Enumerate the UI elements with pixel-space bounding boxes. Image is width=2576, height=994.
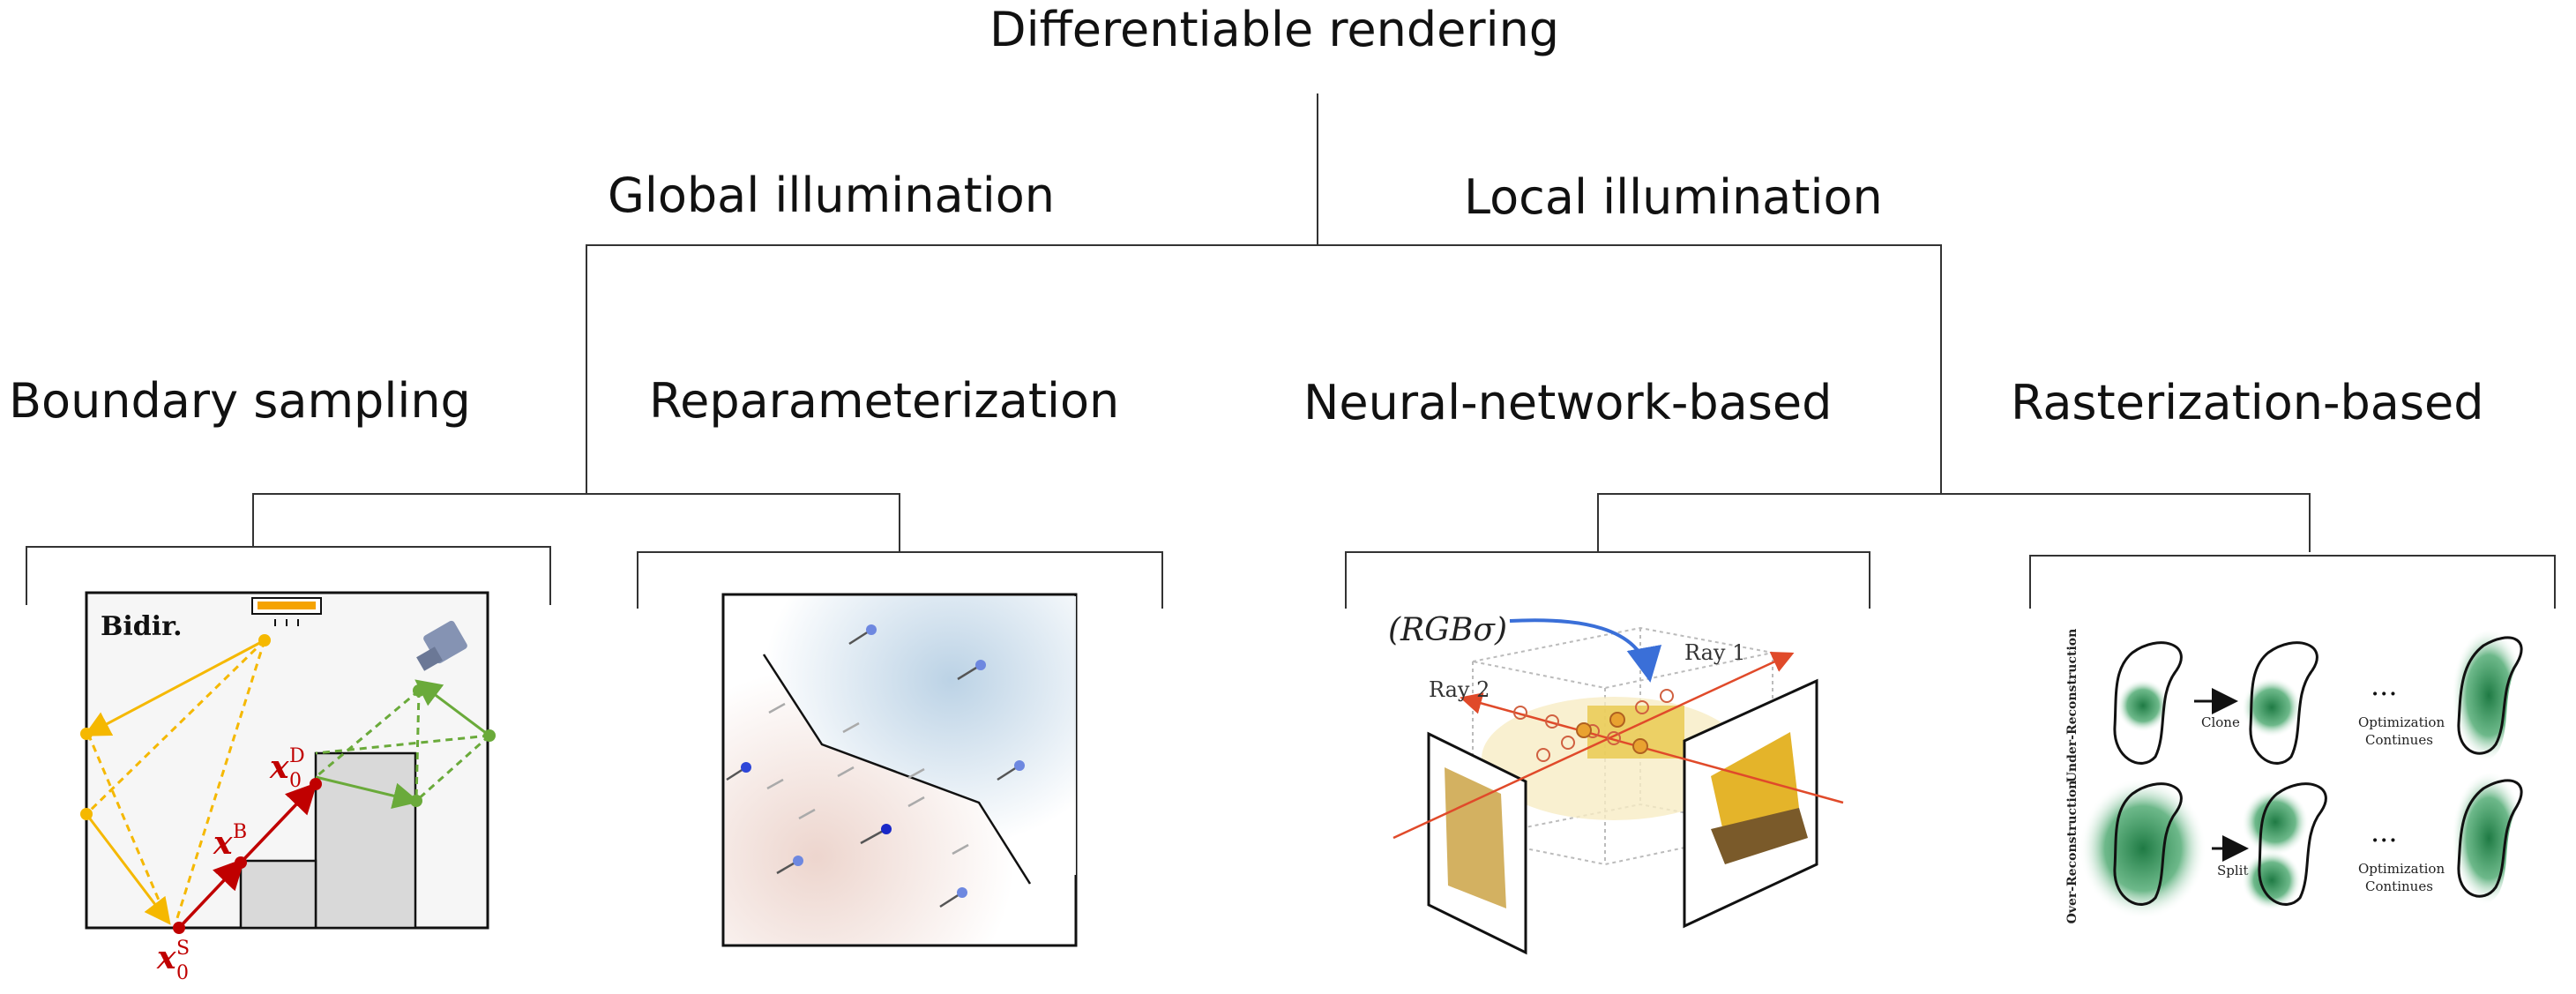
page-title: Differentiable rendering xyxy=(989,2,1560,57)
svg-text:Continues: Continues xyxy=(2365,732,2433,748)
light-icon xyxy=(251,597,322,626)
bidir-boundary-figure: Bidir. x D 0 x B x S 0 xyxy=(80,591,496,984)
neural-network-based-label: Neural-network-based xyxy=(1303,375,1833,430)
boundary-edge xyxy=(762,654,1032,885)
svg-text:Clone: Clone xyxy=(2201,714,2240,730)
xb-label: x xyxy=(213,825,233,862)
rgb-sigma-arrow xyxy=(1509,618,1662,683)
svg-text:...: ... xyxy=(2371,815,2398,848)
raster-bracket xyxy=(2029,555,2556,609)
svg-text:B: B xyxy=(233,821,247,843)
svg-text:S: S xyxy=(176,938,190,960)
svg-text:Continues: Continues xyxy=(2365,878,2433,894)
over-row: Split ... Optimization Continues xyxy=(2079,770,2527,919)
svg-text:Optimization: Optimization xyxy=(2358,861,2445,877)
global-bracket xyxy=(252,493,900,552)
level1-bracket xyxy=(586,244,1942,494)
rgb-sigma-label: (RGBσ) xyxy=(1388,612,1507,648)
local-illumination-label: Local illumination xyxy=(1464,169,1883,225)
boundary-bracket xyxy=(26,546,551,605)
gaussian-densification-figure: Under-Reconstruction Over-Reconstruction… xyxy=(2065,627,2527,924)
ray2-label: Ray 2 xyxy=(1429,677,1490,702)
svg-text:0: 0 xyxy=(176,962,189,984)
short-block xyxy=(239,859,317,930)
ray-1 xyxy=(1393,652,1795,840)
ray-2 xyxy=(1460,692,1844,804)
bidir-title: Bidir. xyxy=(101,611,183,642)
reparam-bracket xyxy=(637,551,1163,609)
svg-text:Split: Split xyxy=(2217,863,2249,878)
ray1-label: Ray 1 xyxy=(1684,640,1745,665)
svg-text:D: D xyxy=(289,745,305,767)
under-reconstruction-label: Under-Reconstruction xyxy=(2065,629,2079,783)
reparameterization-figure xyxy=(721,593,1078,947)
under-row: Clone ... Optimization Continues xyxy=(2113,627,2527,765)
over-reconstruction-label: Over-Reconstruction xyxy=(2065,781,2079,924)
svg-text:0: 0 xyxy=(289,770,302,792)
reparameterization-label: Reparameterization xyxy=(649,373,1120,429)
x0s-label: x xyxy=(156,939,176,976)
camera-icon xyxy=(416,620,467,671)
svg-text:Optimization: Optimization xyxy=(2358,714,2445,730)
rasterization-based-label: Rasterization-based xyxy=(2011,375,2484,430)
x0d-label: x xyxy=(269,749,289,786)
nerf-figure: (RGBσ) Ray 1 Ray 2 xyxy=(1388,612,1844,955)
local-bracket xyxy=(1597,493,2311,552)
svg-text:...: ... xyxy=(2371,669,2398,702)
neural-bracket xyxy=(1345,551,1870,609)
boundary-sampling-label: Boundary sampling xyxy=(9,373,471,429)
global-illumination-label: Global illumination xyxy=(608,168,1056,223)
